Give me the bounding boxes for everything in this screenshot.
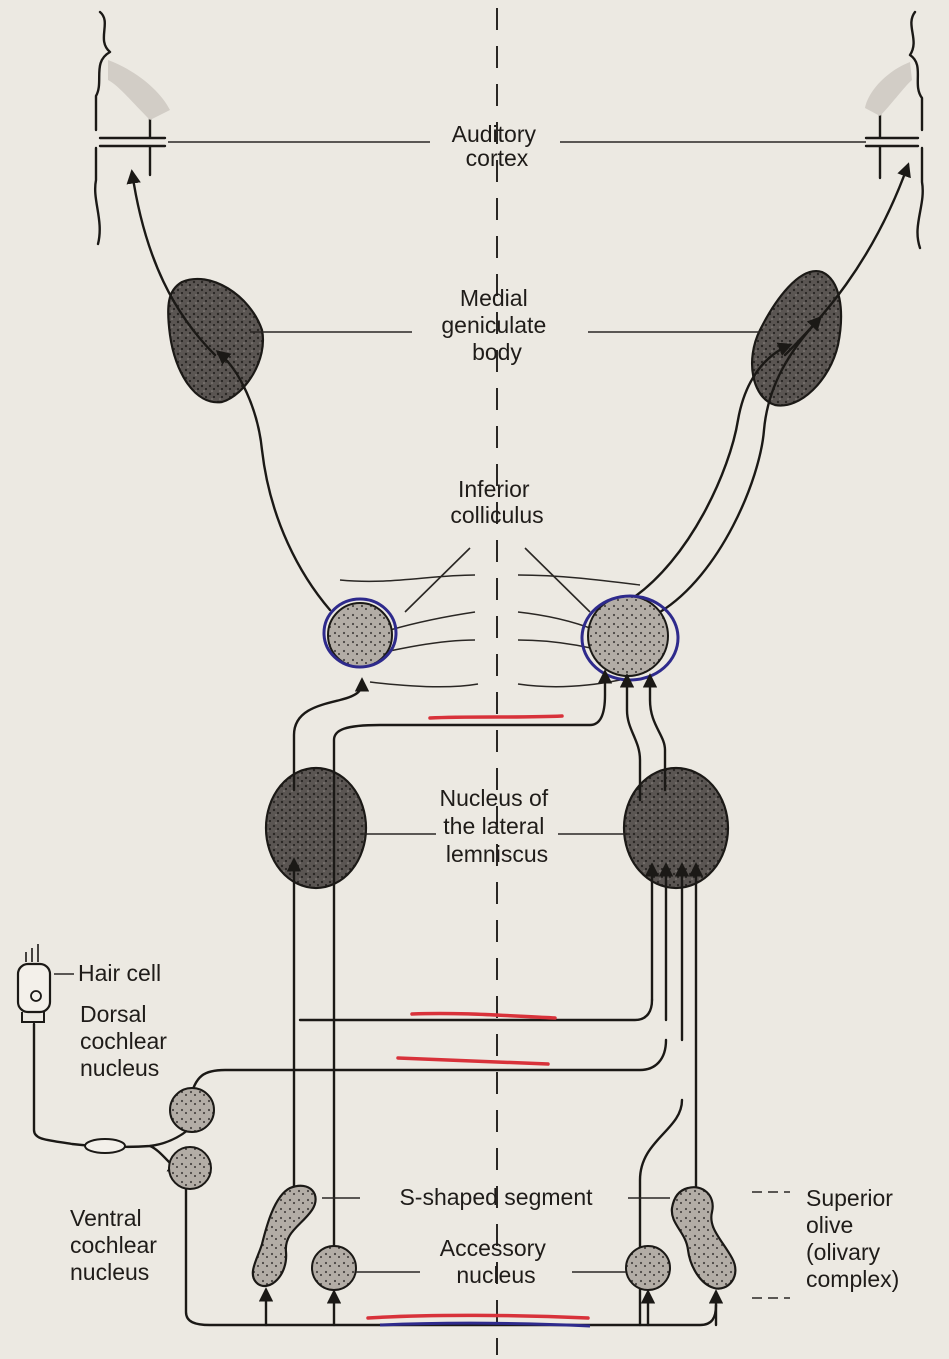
right-s-shaped-segment: [672, 1187, 736, 1288]
ventral-cochlear-nucleus-label: Ventral cochlear nucleus: [70, 1205, 163, 1285]
red-annotation-1: [430, 716, 562, 718]
red-annotation-2: [412, 1013, 555, 1018]
left-medial-geniculate-body: [168, 279, 263, 402]
ventral-cochlear-nucleus: [169, 1147, 211, 1189]
left-accessory-nucleus: [312, 1246, 356, 1290]
superior-olive-label: Superior olive (olivary complex): [806, 1185, 899, 1292]
right-lateral-lemniscus-tracts: [627, 676, 696, 1200]
right-auditory-cortex: [865, 12, 923, 248]
spiral-ganglion-cell: [85, 1139, 125, 1153]
right-medial-geniculate-body: [752, 271, 841, 405]
red-annotation-3: [398, 1058, 548, 1064]
left-nucleus-lateral-lemniscus: [266, 768, 366, 888]
s-shaped-segment-label: S-shaped segment: [399, 1184, 593, 1210]
nucleus-lateral-lemniscus-label: Nucleus of the lateral lemniscus: [439, 785, 554, 867]
dorsal-cochlear-nucleus-label: Dorsal cochlear nucleus: [80, 1001, 173, 1081]
accessory-nucleus-label: Accessory nucleus: [440, 1235, 552, 1288]
dorsal-cochlear-nucleus: [170, 1088, 214, 1132]
auditory-cortex-label: Auditory cortex: [452, 121, 543, 171]
left-inferior-colliculus: [328, 603, 392, 667]
hair-cell: [18, 944, 50, 1022]
dorsal-crossing-tract-2: [300, 1000, 652, 1020]
dorsal-crossing-tract-1: [190, 1040, 666, 1100]
red-annotation-4: [368, 1315, 588, 1318]
right-inferior-colliculus: [588, 596, 668, 676]
inferior-colliculus-label: Inferior colliculus: [450, 476, 543, 528]
hair-cell-label: Hair cell: [78, 960, 161, 986]
right-accessory-nucleus: [626, 1246, 670, 1290]
medial-geniculate-body-label: Medial geniculate body: [441, 285, 552, 365]
left-lateral-lemniscus-tracts: [294, 672, 605, 1260]
left-s-shaped-segment: [253, 1186, 316, 1286]
left-auditory-cortex: [95, 12, 170, 244]
